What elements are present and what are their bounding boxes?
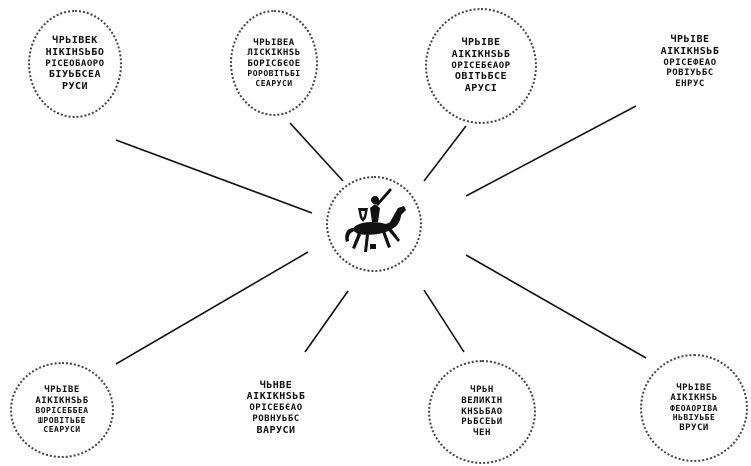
connector-line-s7 xyxy=(424,290,464,352)
seal-4-line-3: ОРІСЕФЕАО xyxy=(663,58,716,69)
seal-2-line-3: БОРІСБЄОЕ xyxy=(247,59,300,70)
seal-2-line-1: ЧРЬІВЕА xyxy=(253,38,294,49)
seal-8-line-3: ФЕОАОРІВА xyxy=(670,404,718,413)
seal-3: ЧРЬІВЕ АІКІКНЅЬБ ОРІСЕБЄАОР ОВІТЬБСЕ АРУ… xyxy=(425,8,537,124)
seal-4-line-5: ЕНРУС xyxy=(675,79,705,90)
seal-7: ЧРЬН ВЕЛИКІН КНЅЬБАО РЬБСЕЬИ ЧЕН xyxy=(428,360,536,464)
seal-5-line-1: ЧРЬІВЕ xyxy=(44,385,80,396)
seal-8-line-1: ЧРЬІВЕ xyxy=(676,383,712,394)
seal-3-line-5: АРУСІ xyxy=(465,83,498,95)
seal-7-line-5: ЧЕН xyxy=(473,428,491,439)
seal-6-line-4: РОВНУЬБС xyxy=(252,414,299,425)
seal-4-line-2: АІКІКНЅЬБ xyxy=(661,46,720,58)
seal-3-line-4: ОВІТЬБСЕ xyxy=(455,71,507,83)
seal-6-line-2: АІКІКНЅЬБ xyxy=(247,391,306,403)
seal-5-line-4: ШРОВІТЬБЕ xyxy=(38,416,86,425)
seal-7-line-1: ЧРЬН xyxy=(470,385,494,396)
seal-6: ЧЬНВЕ АІКІКНЅЬБ ОРІСЕБЄАО РОВНУЬБС ВАРУС… xyxy=(214,356,338,460)
seal-6-line-5: ВАРУСИ xyxy=(256,425,295,437)
connector-line-s6 xyxy=(305,291,348,352)
seal-1-line-5: РУСИ xyxy=(62,81,88,93)
connector-line-s3 xyxy=(424,126,466,181)
connector-line-s8 xyxy=(466,255,646,358)
seal-1-line-1: ЧРЬІВЕК xyxy=(52,35,98,47)
connector-line-s2 xyxy=(290,123,343,181)
seal-1-line-2: НІКІНЅЬБО xyxy=(46,47,105,59)
seal-4-line-4: РОВІУЬБС xyxy=(666,68,713,79)
seal-6-line-3: ОРІСЕБЄАО xyxy=(249,403,302,414)
seal-7-line-2: ВЕЛИКІН xyxy=(461,396,502,407)
connector-line-s5 xyxy=(116,252,308,364)
seal-1: ЧРЬІВЕК НІКІНЅЬБО РІСЕОБАОРО БІУЬБСЕА РУ… xyxy=(28,10,122,118)
seal-7-line-3: КНЅЬБАО xyxy=(461,407,502,418)
connector-line-s1 xyxy=(116,140,312,213)
seal-3-line-3: ОРІСЕБЄАОР xyxy=(451,61,510,72)
seal-2: ЧРЬІВЕА ЛІСКІКНЅЬ БОРІСБЄОЕ РОРОВІТЬБІ С… xyxy=(230,10,318,116)
seal-2-line-4: РОРОВІТЬБІ xyxy=(247,69,300,78)
seal-7-line-4: РЬБСЕЬИ xyxy=(461,417,502,428)
seal-3-line-2: АІКІКНЅЬБ xyxy=(452,49,511,61)
seal-5-line-5: СЕАРУСИ xyxy=(43,425,80,434)
seal-3-line-1: ЧРЬІВЕ xyxy=(461,37,500,49)
seal-1-line-4: БІУЬБСЕА xyxy=(49,69,101,81)
seal-2-line-2: ЛІСКІКНЅЬ xyxy=(247,48,300,59)
seal-8: ЧРЬІВЕ АІКІКНЅЬ ФЕОАОРІВА НЬВІУЬБЕ ВРУСИ xyxy=(640,354,748,462)
seal-5-line-2: АІКІКНЅЬБ xyxy=(35,396,88,407)
horseman-seal-icon xyxy=(328,178,420,270)
center-seal xyxy=(326,176,422,272)
seal-2-line-5: СЕАРУСИ xyxy=(255,79,292,88)
seal-4: ЧРЬІВЕ АІКІКНЅЬБ ОРІСЕФЕАО РОВІУЬБС ЕНРУ… xyxy=(632,14,748,110)
seal-6-line-1: ЧЬНВЕ xyxy=(260,380,293,392)
seal-8-line-5: ВРУСИ xyxy=(679,423,709,434)
seal-1-line-3: РІСЕОБАОРО xyxy=(45,59,104,70)
seal-8-line-4: НЬВІУЬБЕ xyxy=(673,413,716,422)
seal-5-line-3: ВОРІСЕББЕА xyxy=(35,406,88,415)
seal-8-line-2: АІКІКНЅЬ xyxy=(670,393,717,404)
seal-5: ЧРЬІВЕ АІКІКНЅЬБ ВОРІСЕББЕА ШРОВІТЬБЕ СЕ… xyxy=(10,362,114,458)
seal-4-line-1: ЧРЬІВЕ xyxy=(670,34,709,46)
